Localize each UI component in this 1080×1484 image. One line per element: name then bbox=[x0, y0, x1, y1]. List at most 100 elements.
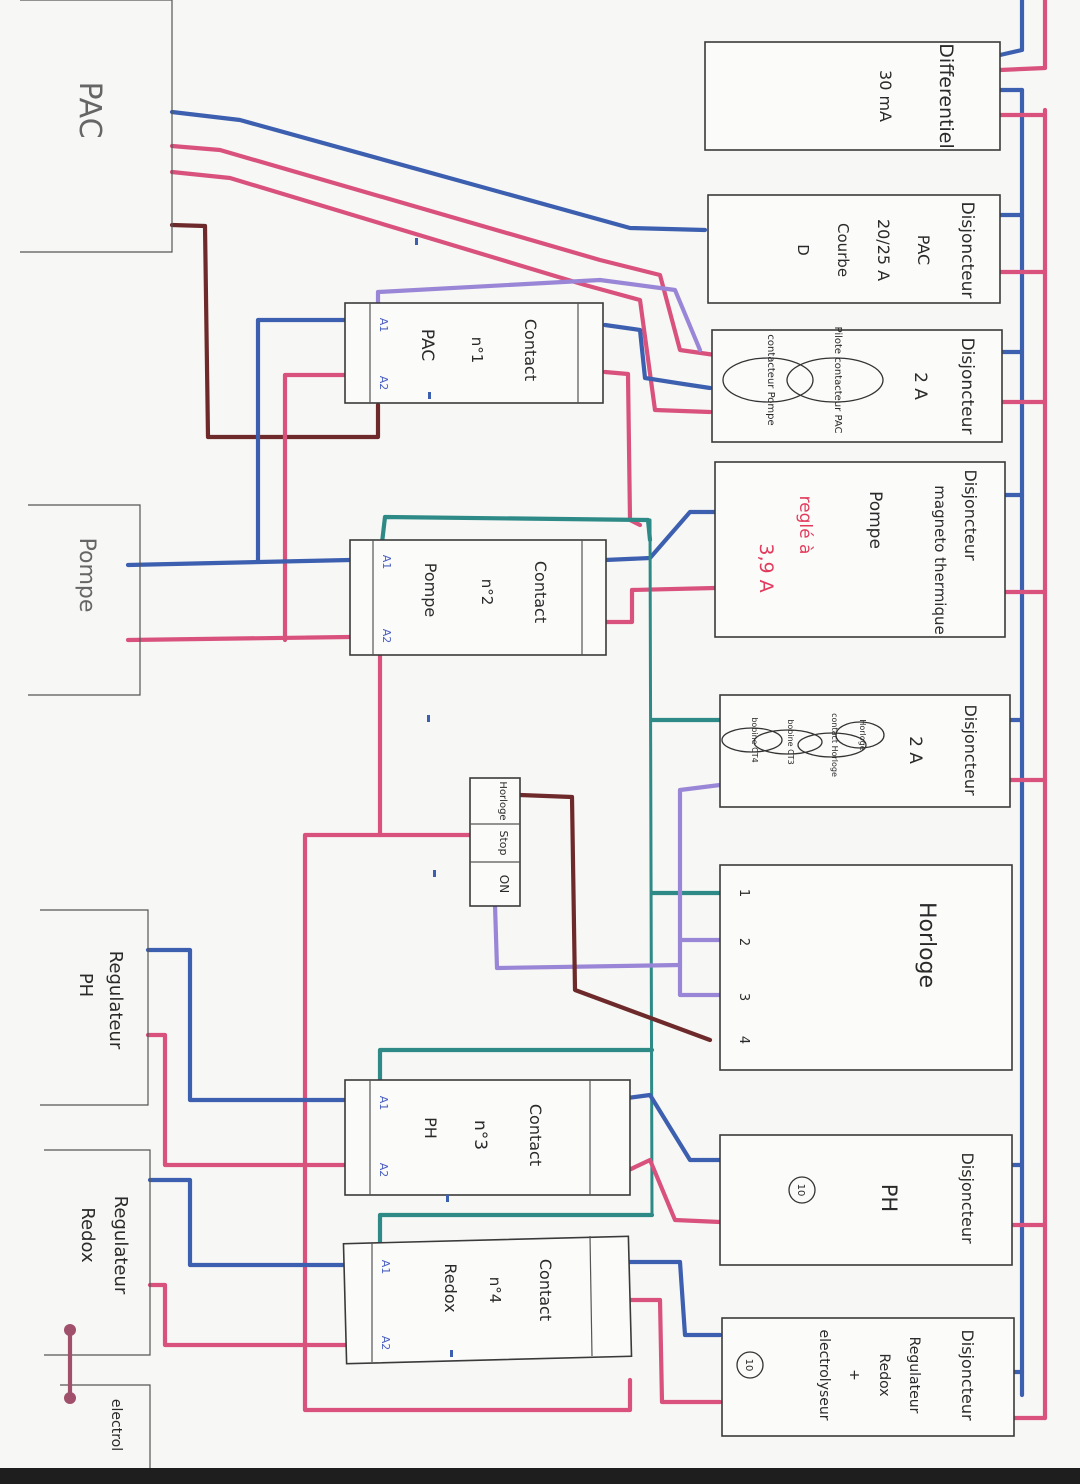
redox-source-box bbox=[44, 1149, 151, 1356]
redox-source-label-2: Redox bbox=[77, 1207, 98, 1263]
breaker-sub-2: Redox bbox=[876, 1353, 892, 1396]
oval-text-1: Horloge bbox=[858, 719, 867, 750]
contactor-2: A1 A2 Contact n°2 Pompe bbox=[349, 539, 607, 656]
c4-out-blue bbox=[609, 1259, 723, 1338]
oval bbox=[786, 357, 884, 403]
switch-on: ON bbox=[497, 875, 511, 893]
breaker-sub-1: 2 A bbox=[905, 736, 925, 764]
contactor-a1: A1 bbox=[377, 1096, 390, 1111]
breaker-magneto-pompe: Disjoncteur magneto thermique Pompe regl… bbox=[714, 461, 1006, 638]
breaker-label: Disjoncteur bbox=[961, 704, 980, 796]
oval bbox=[721, 727, 783, 753]
pac-pink-2 bbox=[169, 169, 713, 415]
contactor-name: Pompe bbox=[421, 563, 440, 617]
pac-source-box bbox=[20, 0, 173, 253]
oval-text-1: Pilote contacteur PAC bbox=[832, 327, 843, 434]
contactor-title-1: Contact bbox=[526, 1104, 545, 1166]
violet-horloge bbox=[677, 782, 723, 998]
horloge-terminal-3: 3 bbox=[736, 993, 751, 1001]
contactor-name: Redox bbox=[441, 1263, 460, 1312]
contactor-a1: A1 bbox=[377, 318, 390, 333]
breaker-redox: Disjoncteur Regulateur Redox + electroly… bbox=[721, 1317, 1015, 1437]
c2-out-pink bbox=[602, 585, 718, 625]
redox-source-label-1: Regulateur bbox=[110, 1196, 131, 1295]
horloge-terminal-1: 1 bbox=[736, 889, 751, 897]
ph-pink bbox=[145, 1032, 348, 1168]
breaker-label: Disjoncteur bbox=[958, 1329, 977, 1421]
rating-badge bbox=[788, 1176, 816, 1204]
breaker-pac: Disjoncteur PAC 20/25 A Courbe D bbox=[707, 194, 1001, 304]
contactor-name: PAC bbox=[417, 329, 437, 361]
badge-text: 10 bbox=[743, 1359, 754, 1372]
contactor-1: A1 A2 Contact n°1 PAC bbox=[344, 302, 604, 404]
pac-brown bbox=[169, 222, 381, 440]
contactor-title-1: Contact bbox=[521, 319, 540, 381]
pac-source-label: PAC bbox=[72, 81, 107, 138]
oval bbox=[797, 732, 867, 758]
note-2: 3,9 A bbox=[755, 543, 777, 592]
pac-blue bbox=[169, 109, 708, 233]
scan-marks bbox=[415, 238, 453, 1357]
c1-a1-blue bbox=[255, 317, 348, 563]
c4-out-pink bbox=[609, 1297, 723, 1405]
contactor-title-1: Contact bbox=[531, 561, 550, 623]
contactor-a2: A2 bbox=[380, 629, 393, 644]
supply-blue bbox=[997, 0, 1025, 58]
pink-common bbox=[302, 642, 633, 1413]
oval bbox=[722, 357, 814, 403]
note-1: reglé à bbox=[795, 496, 815, 555]
breaker-sub-3: + bbox=[846, 1369, 862, 1381]
brown-horloge4 bbox=[517, 792, 713, 1043]
taps-blue bbox=[997, 87, 1025, 1375]
breaker-sub-1: 2 A bbox=[910, 372, 930, 400]
supply-pink bbox=[997, 0, 1048, 73]
breaker-label: Differentiel bbox=[935, 43, 957, 149]
selector-switch: Horloge Stop ON bbox=[469, 777, 521, 907]
c2-out-blue bbox=[602, 509, 718, 563]
breaker-column: Differentiel 30 mA Disjoncteur PAC 20/25… bbox=[704, 41, 1015, 1437]
horloge-title: Horloge bbox=[914, 902, 939, 988]
contactors: A1 A2 Contact n°1 PAC A1 A2 Contact n°2 … bbox=[342, 302, 633, 1365]
redox-pink bbox=[147, 1282, 348, 1348]
contactor-3: A1 A2 Contact n°3 PH bbox=[344, 1079, 631, 1196]
breaker-label: Disjoncteur bbox=[957, 202, 977, 299]
pac-pink-1 bbox=[169, 143, 718, 358]
breaker-sub-1: Regulateur bbox=[906, 1337, 922, 1414]
redox-blue bbox=[147, 1177, 348, 1268]
breaker-differentiel: Differentiel 30 mA bbox=[704, 41, 1001, 151]
breaker-sub-4: D bbox=[794, 244, 812, 256]
horloge-box: Horloge 1 2 3 4 bbox=[719, 864, 1013, 1071]
pompe-blue bbox=[125, 557, 353, 568]
electrolyseur-label: electrol bbox=[108, 1399, 124, 1451]
breaker-ph: Disjoncteur PH 10 bbox=[719, 1134, 1013, 1266]
contactor-4: A1 A2 Contact n°4 Redox bbox=[342, 1235, 633, 1365]
oval-text-4: bobine CT4 bbox=[750, 717, 759, 762]
oval-text-2: contacteur Pompe bbox=[765, 334, 776, 425]
ph-source-label-1: Regulateur bbox=[105, 951, 126, 1050]
c1-out-blue bbox=[602, 322, 713, 391]
breaker-sub-1: Pompe bbox=[865, 491, 885, 549]
sources: PAC Pompe Regulateur PH Regulateur Redox… bbox=[20, 0, 173, 1470]
bottom-bar bbox=[0, 1468, 1080, 1484]
breaker-sub-1: PH bbox=[877, 1184, 901, 1212]
taps-pink bbox=[997, 112, 1048, 1421]
breaker-label-2: magneto thermique bbox=[931, 485, 949, 634]
breaker-sub-4: electrolyseur bbox=[816, 1329, 832, 1420]
breaker-label: Disjoncteur bbox=[957, 338, 977, 435]
c3-out-blue bbox=[609, 1092, 723, 1163]
breaker-2a-pilote: Disjoncteur 2 A Pilote contacteur PAC co… bbox=[711, 327, 1003, 443]
contactor-a1: A1 bbox=[380, 555, 393, 570]
pompe-source-box bbox=[28, 504, 141, 696]
contactor-name: PH bbox=[421, 1117, 440, 1139]
ph-source-box bbox=[40, 909, 149, 1106]
oval bbox=[753, 729, 823, 755]
wires bbox=[125, 0, 1048, 1421]
violet-switch bbox=[492, 902, 683, 971]
c3-out-pink bbox=[609, 1157, 723, 1225]
breaker-sub-2: 20/25 A bbox=[874, 219, 893, 281]
contactor-title-2: n°4 bbox=[486, 1277, 504, 1304]
c1-out-pink bbox=[602, 369, 643, 528]
breaker-label-1: Disjoncteur bbox=[961, 469, 980, 561]
contactor-title-2: n°2 bbox=[478, 579, 496, 606]
breaker-2a-horloge: Disjoncteur 2 A Horloge contact Horloge … bbox=[719, 694, 1011, 808]
